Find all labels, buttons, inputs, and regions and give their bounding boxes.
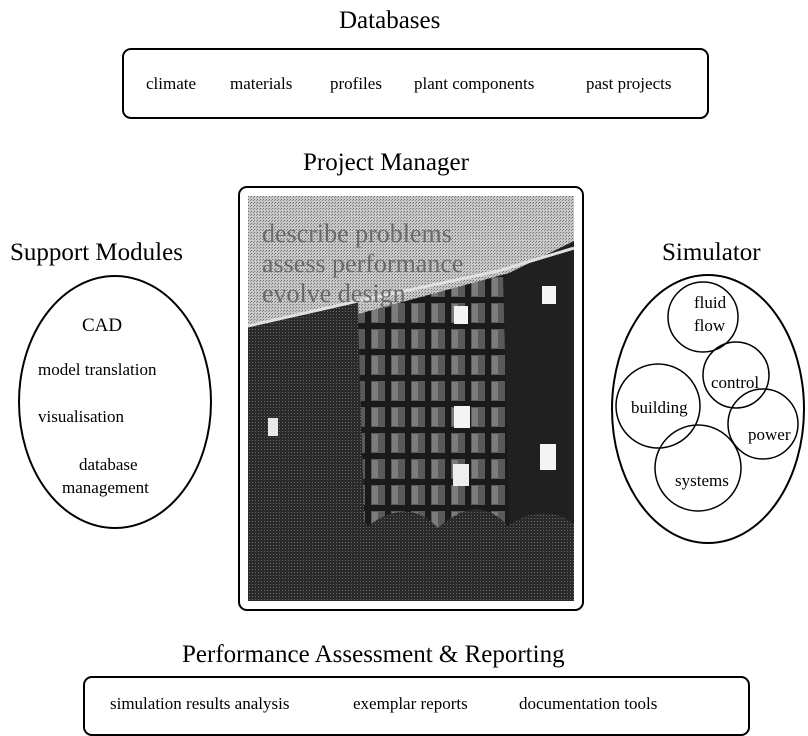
support-model-translation: model translation: [38, 360, 157, 379]
report-documentation-tools: documentation tools: [519, 694, 658, 713]
support-management: management: [62, 478, 149, 497]
database-plant-components: plant components: [414, 74, 535, 93]
sim-label-power: power: [748, 425, 791, 444]
pm-line-assess: assess performance: [262, 249, 463, 278]
report-exemplar: exemplar reports: [353, 694, 468, 713]
support-visualisation: visualisation: [38, 407, 124, 426]
support-cad: CAD: [82, 315, 123, 336]
project-manager-panel: describe problems assess performance evo…: [238, 186, 584, 611]
support-modules-title: Support Modules: [10, 239, 183, 266]
circle-fluid-flow: [667, 281, 739, 353]
project-manager-title: Project Manager: [303, 149, 469, 176]
circle-systems: [654, 424, 742, 512]
sim-label-flow: flow: [694, 316, 726, 335]
database-climate: climate: [146, 74, 197, 93]
reporting-box: simulation results analysis exemplar rep…: [83, 676, 750, 736]
database-past-projects: past projects: [586, 74, 672, 93]
pm-line-evolve: evolve design: [262, 279, 406, 308]
sim-label-systems: systems: [675, 471, 729, 490]
reporting-title: Performance Assessment & Reporting: [182, 641, 565, 668]
sim-label-control: control: [711, 373, 759, 392]
report-simulation-results: simulation results analysis: [110, 694, 290, 713]
simulator-title: Simulator: [662, 239, 761, 266]
database-materials: materials: [230, 74, 293, 93]
sim-label-fluid: fluid: [694, 293, 727, 312]
support-modules-ellipse: [18, 275, 212, 529]
simulator-ellipse: [611, 274, 805, 544]
databases-title: Databases: [339, 7, 441, 34]
databases-box: climate materials profiles plant compone…: [122, 48, 709, 119]
circle-power: [727, 388, 799, 460]
circle-control: [702, 341, 770, 409]
pm-line-describe: describe problems: [262, 219, 452, 248]
circle-building: [615, 363, 701, 449]
sim-label-building: building: [631, 398, 688, 417]
building-photo: describe problems assess performance evo…: [248, 196, 574, 601]
database-profiles: profiles: [330, 74, 382, 93]
support-database: database: [79, 455, 138, 474]
simulator-diagram: fluid flow control building power system…: [611, 274, 805, 544]
